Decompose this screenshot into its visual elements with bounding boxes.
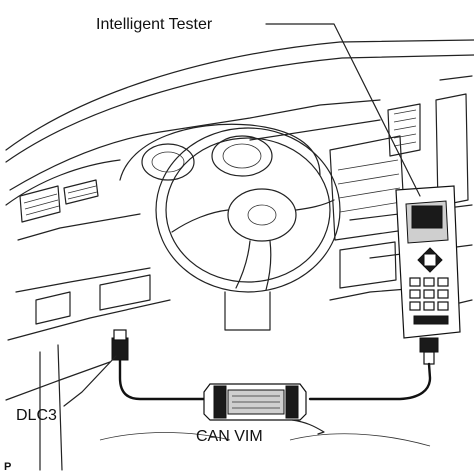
left-air-vents bbox=[19, 179, 151, 325]
dlc3-connector bbox=[111, 329, 129, 361]
leader-lines bbox=[63, 23, 421, 435]
can-vim-label: CAN VIM bbox=[196, 428, 263, 445]
tester-keypad bbox=[409, 247, 449, 325]
intelligent-tester-device bbox=[395, 185, 461, 365]
corner-code-label: P bbox=[4, 461, 11, 473]
tester-cable bbox=[118, 358, 432, 401]
center-console bbox=[329, 93, 469, 289]
instrument-cluster bbox=[119, 123, 321, 181]
can-vim-module bbox=[203, 383, 307, 421]
intelligent-tester-label: Intelligent Tester bbox=[96, 16, 213, 33]
steering-wheel bbox=[155, 127, 341, 331]
dlc3-label: DLC3 bbox=[16, 407, 57, 424]
